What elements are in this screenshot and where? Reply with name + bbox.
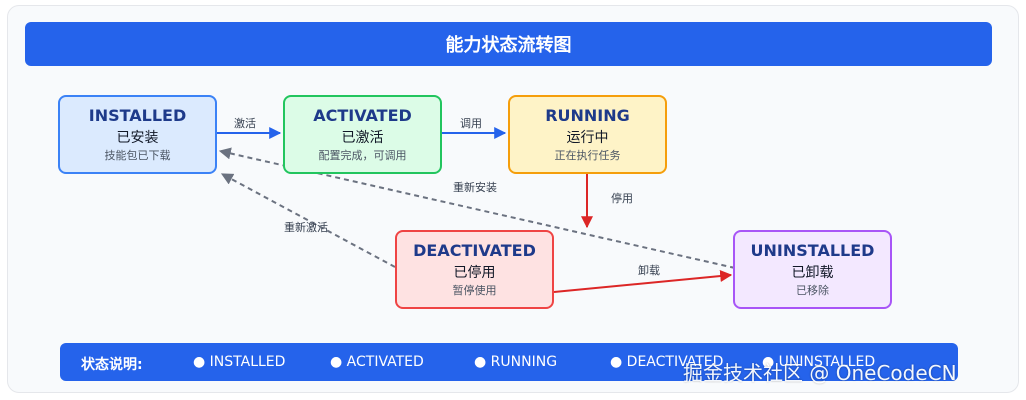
edge-label-invoke: 调用 (460, 117, 482, 130)
edge-label-reactivate: 重新激活 (284, 221, 328, 234)
node-uninstalled: UNINSTALLED 已卸载 已移除 (733, 230, 892, 309)
edge-label-reinstall: 重新安装 (453, 181, 497, 194)
watermark: 掘金技术社区 @ OneCodeCN (683, 361, 957, 385)
arrow-uninstall (553, 270, 733, 293)
legend-bar: 状态说明: ● INSTALLED ● ACTIVATED ● RUNNING … (60, 343, 958, 381)
legend-item-activated: ● ACTIVATED (330, 354, 424, 370)
edge-label-uninstall: 卸载 (638, 264, 660, 277)
node-running-en: RUNNING (545, 105, 630, 125)
node-installed: INSTALLED 已安装 技能包已下载 (58, 95, 217, 174)
node-running-zh: 运行中 (566, 129, 609, 146)
legend-item-uninstalled: ● UNINSTALLED (762, 354, 876, 370)
node-running: RUNNING 运行中 正在执行任务 (508, 95, 667, 174)
node-uninstalled-en: UNINSTALLED (750, 240, 875, 260)
legend-item-running: ● RUNNING (474, 354, 558, 370)
node-activated-en: ACTIVATED (313, 105, 412, 125)
node-uninstalled-desc: 已移除 (796, 283, 829, 297)
edge-label-disable: 停用 (611, 192, 633, 205)
node-installed-desc: 技能包已下载 (104, 148, 171, 162)
arrow-reinstall (218, 147, 736, 269)
legend-item-deactivated: ● DEACTIVATED (610, 354, 724, 370)
legend-title: 状态说明: (81, 357, 143, 373)
node-activated: ACTIVATED 已激活 配置完成，可调用 (283, 95, 442, 174)
legend-item-installed: ● INSTALLED (193, 354, 286, 370)
edge-label-activate: 激活 (234, 117, 256, 130)
diagram-frame (7, 5, 1019, 393)
node-installed-zh: 已安装 (116, 129, 159, 146)
node-installed-en: INSTALLED (88, 105, 187, 125)
node-deactivated-zh: 已停用 (453, 264, 496, 281)
arrow-reactivate (220, 173, 396, 268)
node-deactivated-en: DEACTIVATED (413, 240, 536, 260)
node-activated-zh: 已激活 (341, 129, 384, 146)
node-deactivated: DEACTIVATED 已停用 暂停使用 (395, 230, 554, 309)
node-running-desc: 正在执行任务 (554, 148, 621, 162)
node-activated-desc: 配置完成，可调用 (318, 148, 407, 162)
node-uninstalled-zh: 已卸载 (791, 264, 834, 281)
node-deactivated-desc: 暂停使用 (452, 283, 497, 297)
diagram-title: 能力状态流转图 (25, 22, 992, 66)
